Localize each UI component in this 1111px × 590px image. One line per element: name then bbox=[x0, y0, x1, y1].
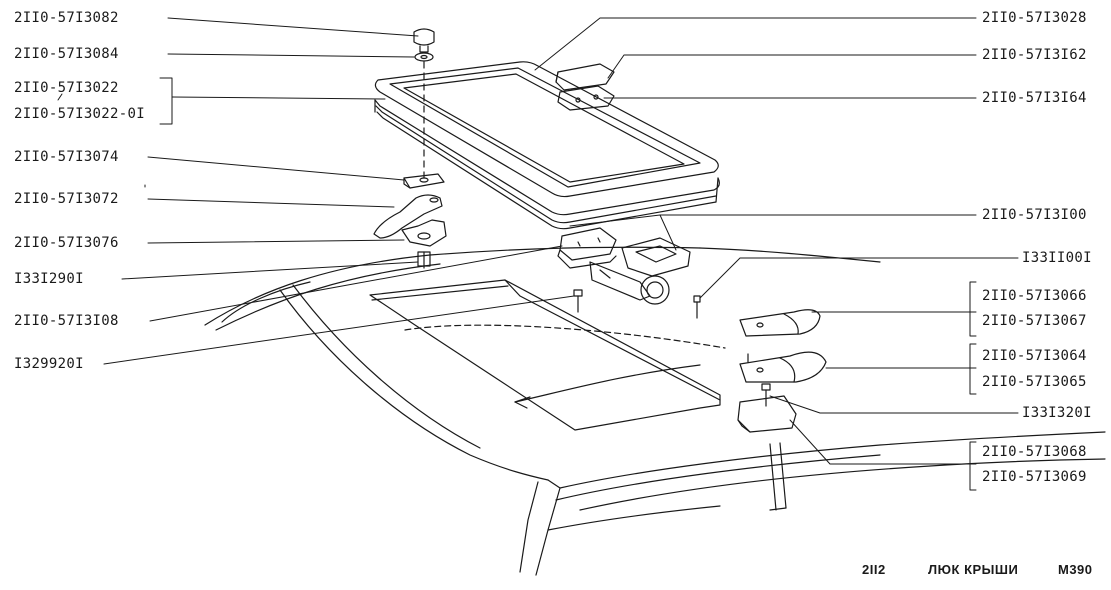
roof-opening bbox=[369, 279, 726, 431]
sunroof-glass-panel bbox=[374, 61, 720, 230]
label-part-support-a: 2II0-57I3068 bbox=[982, 444, 1087, 460]
label-part-guide-b: 2II0-57I3067 bbox=[982, 313, 1087, 329]
leader-lines-right bbox=[534, 17, 1019, 491]
leader-lines-left bbox=[103, 17, 575, 365]
label-part-support-b: 2II0-57I3069 bbox=[982, 469, 1087, 485]
label-part-mechanism: 2II0-57I3I00 bbox=[982, 207, 1087, 223]
label-part-cover: 2II0-57I3I62 bbox=[982, 47, 1087, 63]
footer-model: 2II2 bbox=[862, 562, 886, 577]
label-part-washer: 2II0-57I3084 bbox=[14, 46, 119, 62]
label-part-pad: 2II0-57I3I64 bbox=[982, 90, 1087, 106]
label-part-screw-c: I33II00I bbox=[1022, 250, 1092, 266]
label-part-plate: 2II0-57I3074 bbox=[14, 149, 119, 165]
label-part-screw-d: I33I320I bbox=[1022, 405, 1092, 421]
screws bbox=[573, 289, 771, 407]
car-roof-outline bbox=[204, 246, 1106, 576]
label-part-guide-a: 2II0-57I3066 bbox=[982, 288, 1087, 304]
hinge-pad bbox=[555, 63, 615, 111]
label-part-clip: 2II0-57I3082 bbox=[14, 10, 119, 26]
footer-title: ЛЮК КРЫШИ bbox=[928, 562, 1019, 577]
lever-parts bbox=[373, 173, 447, 269]
drawing-marks bbox=[57, 93, 146, 188]
footer-page: M390 bbox=[1058, 562, 1093, 577]
label-part-bracket: 2II0-57I3076 bbox=[14, 235, 119, 251]
guide-parts bbox=[737, 309, 827, 433]
label-part-seal: 2II0-57I3I08 bbox=[14, 313, 119, 329]
clip-assembly bbox=[413, 28, 435, 181]
label-part-glass-b: 2II0-57I3022-0I bbox=[14, 106, 145, 122]
label-part-frame: 2II0-57I3028 bbox=[982, 10, 1087, 26]
label-part-glass-a: 2II0-57I3022 bbox=[14, 80, 119, 96]
label-part-guide-c: 2II0-57I3064 bbox=[982, 348, 1087, 364]
label-part-guide-d: 2II0-57I3065 bbox=[982, 374, 1087, 390]
hinge-mechanism bbox=[557, 227, 691, 305]
label-part-lever: 2II0-57I3072 bbox=[14, 191, 119, 207]
label-part-screw-b: I329920I bbox=[14, 356, 84, 372]
label-part-screw-a: I33I290I bbox=[14, 271, 84, 287]
